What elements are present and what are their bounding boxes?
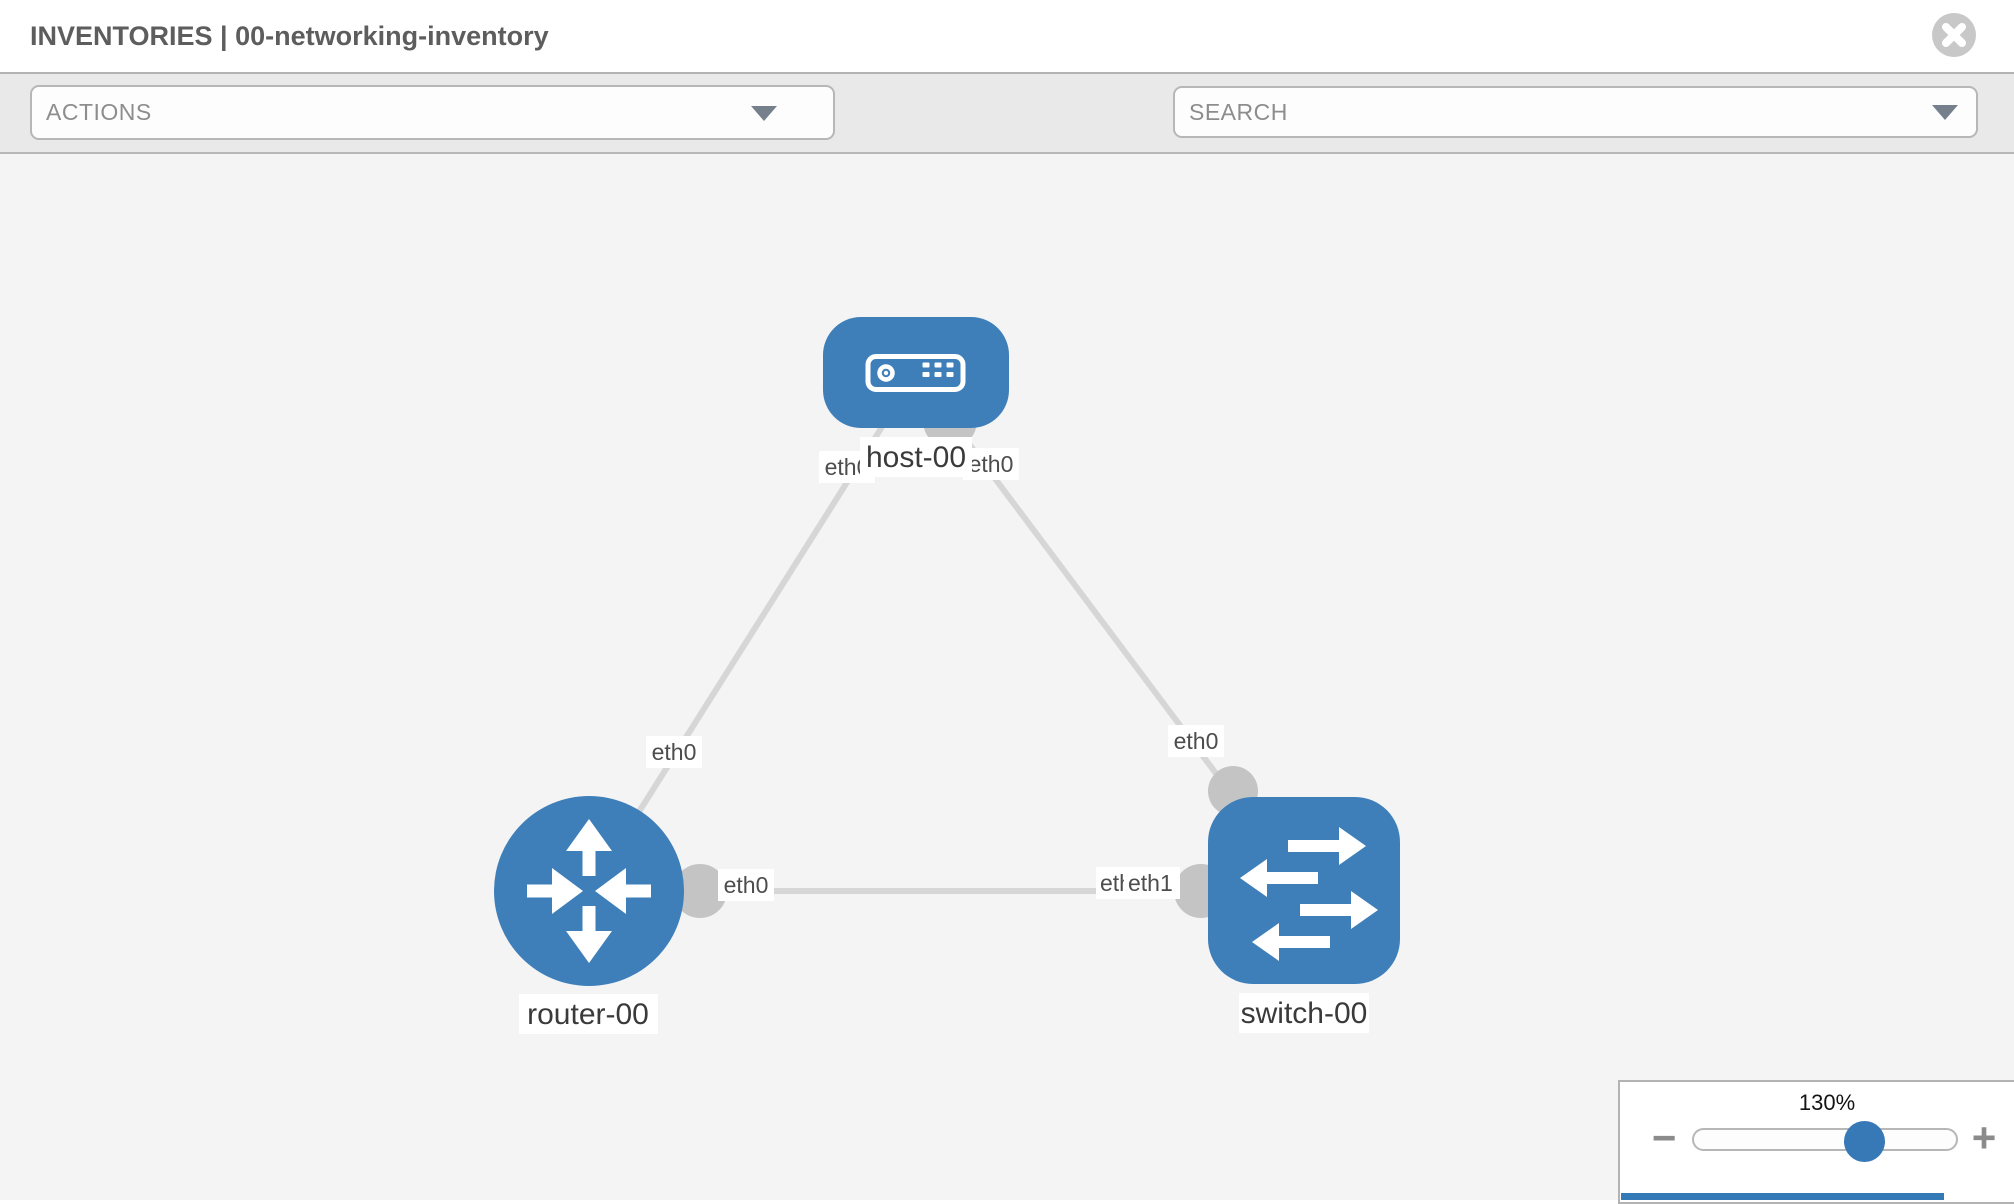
topology-canvas[interactable]: eth0 eth0 eth0 eth0 eth0 eth0 xyxy=(0,154,2014,1200)
caret-down-icon xyxy=(1932,105,1958,120)
svg-text:eth0: eth0 xyxy=(1174,728,1219,754)
interface-label: eth1 xyxy=(1124,867,1180,899)
key-panel-edge[interactable] xyxy=(1621,1193,1944,1200)
port-dot-router xyxy=(673,864,727,918)
node-label-switch: switch-00 xyxy=(1239,993,1369,1033)
caret-down-icon xyxy=(751,106,777,121)
svg-text:eth0: eth0 xyxy=(724,872,769,898)
close-x-glyph xyxy=(1942,23,1966,47)
zoom-level-value: 130% xyxy=(1798,1090,1856,1115)
zoom-in-button[interactable]: + xyxy=(1971,1114,1997,1161)
node-label-host: host-00 xyxy=(860,437,972,477)
page-title: INVENTORIES | 00-networking-inventory xyxy=(30,21,549,51)
router-arrows-icon xyxy=(527,819,651,963)
svg-text:eth0: eth0 xyxy=(652,739,697,765)
node-switch-00[interactable] xyxy=(1208,797,1400,984)
switch-arrows-icon xyxy=(1240,827,1378,961)
zoom-out-button[interactable]: − xyxy=(1651,1114,1677,1161)
svg-text:host-00: host-00 xyxy=(866,441,966,474)
interface-label: eth0 xyxy=(718,869,774,901)
svg-text:switch-00: switch-00 xyxy=(1241,997,1368,1030)
node-host-00[interactable] xyxy=(823,317,1009,428)
node-router-00[interactable] xyxy=(494,796,684,986)
actions-dropdown-label: ACTIONS xyxy=(46,99,152,125)
svg-text:eth0: eth0 xyxy=(969,451,1014,477)
server-icon xyxy=(865,354,966,392)
toolbar: ACTIONS SEARCH xyxy=(0,74,2014,204)
node-labels: host-00 router-00 switch-00 xyxy=(519,437,1369,1034)
zoom-control-panel: 130% − + xyxy=(1618,1080,2014,1204)
svg-text:eth1: eth1 xyxy=(1128,870,1173,896)
interface-labels: eth0 eth0 eth0 eth0 eth0 eth0 xyxy=(646,448,1224,901)
svg-text:router-00: router-00 xyxy=(527,998,649,1031)
header-bar: INVENTORIES | 00-networking-inventory xyxy=(0,0,2014,74)
interface-label: eth0 xyxy=(963,448,1019,480)
node-label-router: router-00 xyxy=(519,994,658,1034)
topology-svg: eth0 eth0 eth0 eth0 eth0 eth0 xyxy=(494,317,1400,1034)
interface-label: eth0 xyxy=(1168,725,1224,757)
actions-dropdown[interactable]: ACTIONS xyxy=(30,85,835,140)
search-input[interactable]: SEARCH xyxy=(1173,86,1978,138)
zoom-slider-handle[interactable] xyxy=(1844,1121,1885,1162)
search-placeholder: SEARCH xyxy=(1189,98,1288,125)
interface-label: eth0 xyxy=(646,736,702,768)
zoom-slider-track[interactable] xyxy=(1692,1128,1958,1151)
close-icon[interactable] xyxy=(1932,13,1976,57)
